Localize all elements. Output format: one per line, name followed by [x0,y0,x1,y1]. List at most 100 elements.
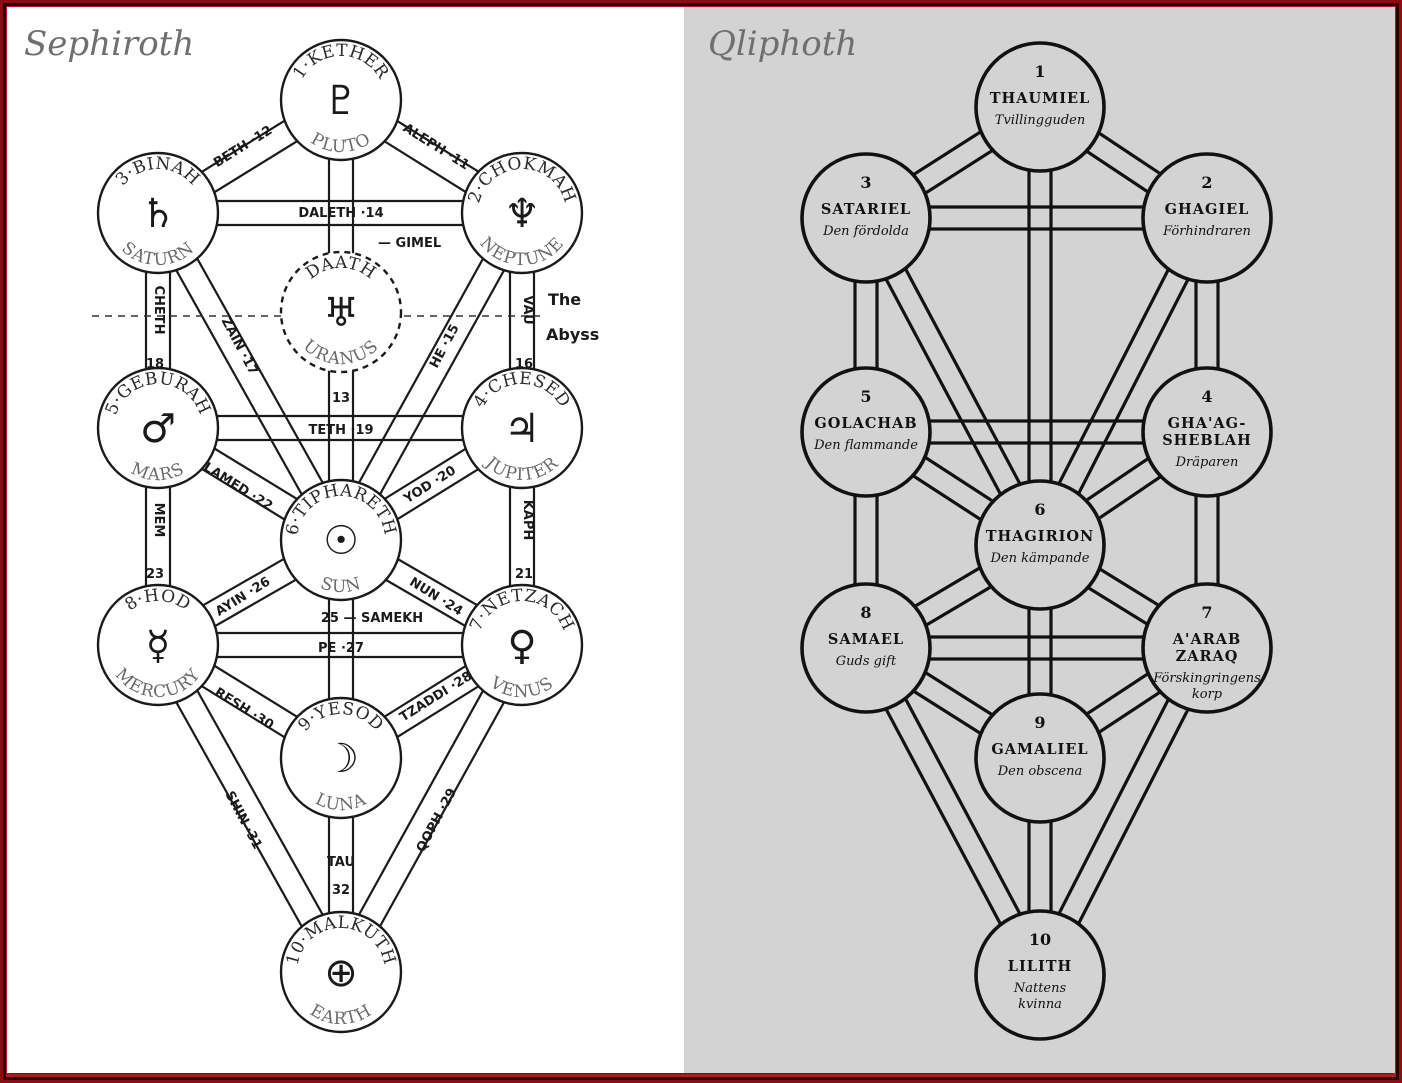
qlipha-name: GOLACHAB [814,415,917,432]
path-teth: TETH ·19 [308,423,373,438]
planet-symbol-icon: ☉ [323,518,359,564]
qlipha-meaning: kvinna [1018,997,1062,1012]
path-rail [329,638,513,967]
qlipha-name: GAMALIEL [991,741,1088,758]
sephira-circle [96,583,220,707]
qlipha-name: THAUMIEL [990,90,1090,107]
qlipha-meaning: korp [1192,687,1223,702]
planet-symbol-icon: ☿ [146,623,171,669]
qlipha-number: 1 [1034,62,1045,81]
qlipha-meaning: Den kämpande [989,551,1089,566]
planet-symbol-icon: ♀ [507,623,536,669]
path-resh: RESH ·30 [212,685,277,733]
path-vau-letter: VAU [520,295,535,324]
sephira-circle [279,696,403,820]
path-gimel: — GIMEL [378,236,441,251]
qlipha-circle [974,692,1106,824]
abyss-label-line1: The [548,290,581,309]
qlipha-name: SATARIEL [821,201,911,218]
qlipha-meaning: Tvillingguden [995,113,1085,128]
qlipha-meaning: Nattens [1013,981,1067,996]
qlipha-name: A'ARAB [1172,631,1242,648]
qlipha-number: 5 [860,387,871,406]
qlipha-number: 10 [1029,930,1051,949]
path-cheth: CHETH 18 [146,285,166,372]
qlipha-meaning: Den obscena [997,764,1083,779]
qlipha-meaning: Guds gift [836,654,897,669]
qlipha-number: 4 [1201,387,1212,406]
path-vau-number: 16 [515,357,533,372]
qliphoth-title: Qliphoth [708,24,857,64]
path-he: HE ·15 [427,322,462,371]
qlipha-meaning: Förhindraren [1162,224,1251,239]
qlipha-circle [974,909,1106,1041]
sephira-circle [279,910,403,1034]
qlipha-circle [974,479,1106,611]
planet-symbol-icon: ♄ [140,191,176,237]
qlipha-name: GHA'AG- [1168,415,1247,432]
planet-symbol-icon: ☽ [323,736,359,782]
path-qoph: QOPH ·29 [414,786,460,855]
path-pe: PE ·27 [318,641,364,656]
qlipha-number: 3 [860,173,871,192]
qlipha-number: 2 [1201,173,1212,192]
path-gimel-number: 13 [332,391,350,406]
planet-symbol-icon: ♅ [323,290,359,336]
path-rail [167,206,353,535]
qlipha-circle [800,152,932,284]
sephira-circle [460,583,584,707]
qlipha-circle [800,366,932,498]
path-kaph-letter: KAPH [520,500,535,541]
sephira-circle [279,250,403,374]
path-cheth-number: 18 [146,357,164,372]
qlipha-meaning: Den flammande [813,438,918,453]
path-beth: BETH ·12 [211,123,275,171]
qlipha-meaning: Dräparen [1175,455,1239,470]
path-rail [146,650,332,979]
planet-symbol-icon: ♃ [504,406,540,452]
path-daleth: DALETH ·14 [298,206,383,221]
qlipha-name: ZARAQ [1176,648,1239,665]
path-rail [167,638,353,967]
qlipha-name: SHEBLAH [1162,432,1252,449]
path-tau-number: 32 [332,883,350,898]
planet-label: SUN [318,573,364,597]
qlipha-name: SAMAEL [828,631,904,648]
qlipha-circle [1141,366,1273,498]
path-vau: VAU 16 [515,295,535,372]
qlipha-circle [800,582,932,714]
qlipha-meaning: Den fördolda [822,224,909,239]
path-rail [146,218,332,547]
qlipha-circle [1141,152,1273,284]
planet-symbol-icon: ⊕ [324,950,358,996]
sephiroth-title: Sephiroth [24,24,194,64]
sephira-circle [279,38,403,162]
path-rail [329,206,513,535]
path-cheth-letter: CHETH [151,285,166,334]
path-tau-letter: TAU [327,855,355,870]
path-samekh: 25 — SAMEKH [321,611,423,626]
planet-symbol-icon: ♆ [504,191,540,237]
qlipha-name: GHAGIEL [1165,201,1250,218]
path-rail [350,650,534,979]
path-rail [350,218,534,547]
